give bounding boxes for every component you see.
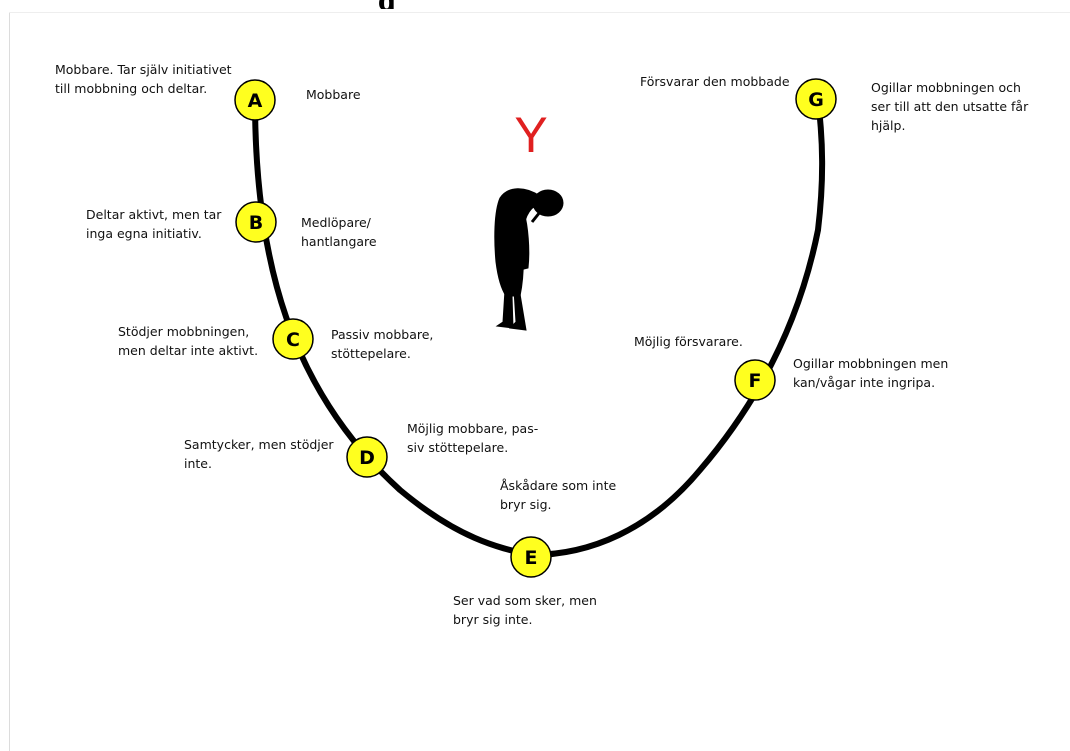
role-e: Åskådare som inte bryr sig. <box>500 478 617 512</box>
description-b: Deltar aktivt, men tar inga egna initiat… <box>86 207 222 241</box>
node-letter-b: B <box>249 212 263 234</box>
role-g: Försvarar den mobbade <box>640 74 790 89</box>
description-g: Ogillar mobbningen och ser till att den … <box>871 80 1029 133</box>
description-d: Samtycker, men stödjer inte. <box>184 437 334 471</box>
role-curve <box>252 97 826 559</box>
center-symbol-y: Y <box>514 107 547 163</box>
role-b: Medlöpare/ hantlangare <box>301 215 377 249</box>
node-c: C <box>272 318 314 360</box>
node-e: E <box>510 536 552 578</box>
node-letter-f: F <box>749 370 762 392</box>
role-a: Mobbare <box>306 87 361 102</box>
description-f: Ogillar mobbningen men kan/vågar inte in… <box>793 356 949 390</box>
node-letter-c: C <box>286 329 300 351</box>
node-letter-g: G <box>808 89 824 111</box>
role-c: Passiv mobbare, stöttepelare. <box>331 327 434 361</box>
role-f: Möjlig försvarare. <box>634 334 743 349</box>
node-g: G <box>795 78 837 120</box>
description-a: Mobbare. Tar själv initiativet till mobb… <box>55 62 232 96</box>
node-letter-e: E <box>525 547 538 569</box>
description-c: Stödjer mobbningen, men deltar inte akti… <box>118 324 259 358</box>
page-top-edge <box>9 12 1070 13</box>
node-letter-a: A <box>248 90 263 112</box>
hunched-person-figure <box>494 188 564 331</box>
node-d: D <box>346 436 388 478</box>
node-a: A <box>234 79 276 121</box>
node-letter-d: D <box>359 447 375 469</box>
node-f: F <box>734 359 776 401</box>
role-d: Möjlig mobbare, pas- siv stöttepelare. <box>407 421 539 455</box>
cut-off-heading-fragment: g <box>378 0 406 9</box>
description-e: Ser vad som sker, men bryr sig inte. <box>453 593 597 627</box>
page-left-edge <box>9 12 10 751</box>
node-b: B <box>235 201 277 243</box>
